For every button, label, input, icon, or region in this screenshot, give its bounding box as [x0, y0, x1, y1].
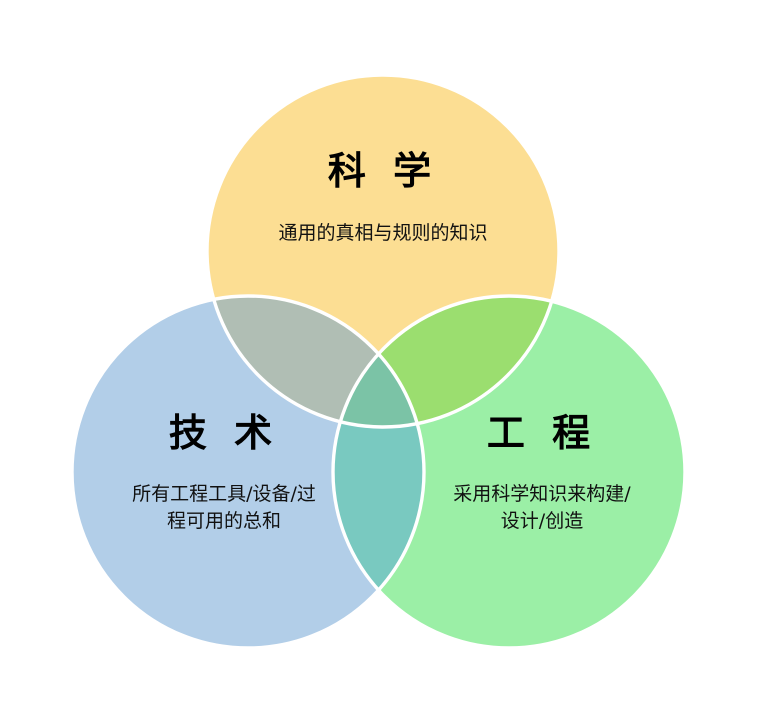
circle-engineering-outline	[331, 294, 687, 650]
overlap-science-engineering	[333, 296, 559, 427]
circle-science-outline	[205, 73, 561, 429]
overlap-science-technology	[207, 296, 424, 427]
circle-technology-outline	[70, 294, 426, 650]
